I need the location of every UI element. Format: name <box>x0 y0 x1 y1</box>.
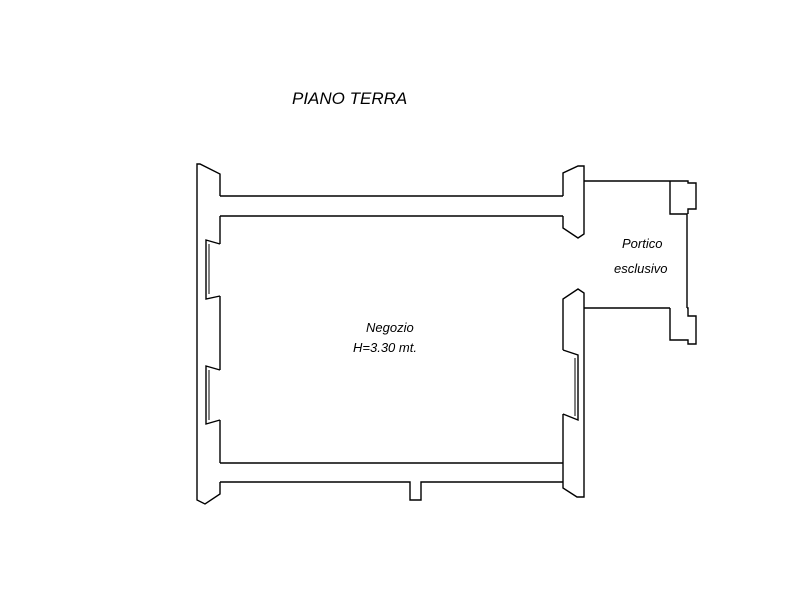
top-wall <box>220 195 563 217</box>
porch-label-line2: esclusivo <box>614 261 667 276</box>
left-wall <box>196 163 221 505</box>
floor-title: PIANO TERRA <box>292 89 407 108</box>
shop-height: H=3.30 mt. <box>353 340 417 355</box>
bottom-wall <box>220 462 563 501</box>
shop-name: Negozio <box>366 320 414 335</box>
porch-outline <box>584 180 697 345</box>
left-window-lower <box>205 365 221 425</box>
left-window-upper <box>205 239 221 300</box>
right-window <box>562 349 579 422</box>
porch-label-line1: Portico <box>622 236 662 251</box>
right-wall <box>562 165 585 498</box>
